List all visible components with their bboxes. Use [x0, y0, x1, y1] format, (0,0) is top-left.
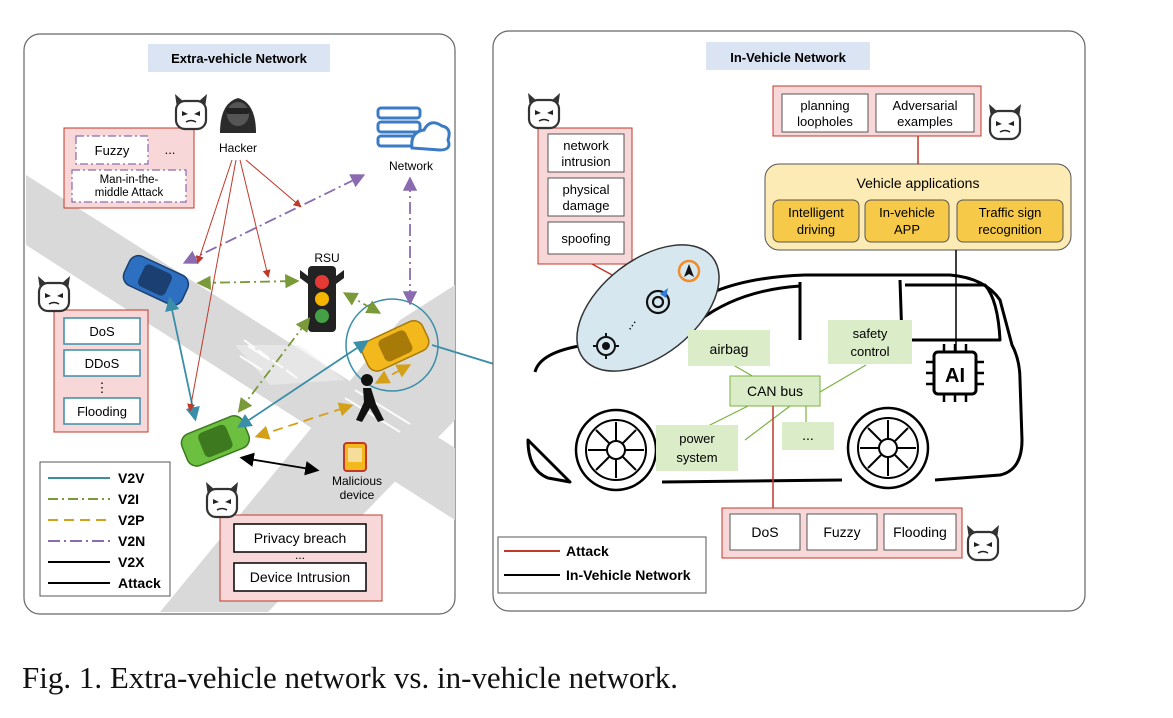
- adversarial-2: examples: [897, 114, 953, 129]
- attack-mitm-line1: Man-in-the-: [100, 174, 159, 186]
- attack-box-fuzzy-mitm: Fuzzy ... Man-in-the- middle Attack: [63, 127, 195, 209]
- hacker-attack-lines: [187, 159, 302, 412]
- app-traffic-2: recognition: [978, 222, 1042, 237]
- attack-dos-label: DoS: [89, 324, 115, 339]
- legend-label-v2n: V2N: [118, 533, 145, 549]
- app-invehicle-1: In-vehicle: [879, 205, 935, 220]
- canbus-label: CAN bus: [747, 383, 803, 399]
- app-intelligent-2: driving: [797, 222, 835, 237]
- figure-caption: Fig. 1. Extra-vehicle network vs. in-veh…: [22, 660, 678, 695]
- blue-car-icon: [122, 254, 190, 306]
- ai-chip-icon: AI: [926, 344, 984, 402]
- legend-label-v2v: V2V: [118, 470, 145, 486]
- threat-box: network intrusion physical damage spoofi…: [537, 127, 633, 265]
- attack-box-dos: DoS DDoS ⋮ Flooding: [53, 309, 149, 433]
- wheel-icon: [574, 408, 658, 492]
- attack-ddos-label: DDoS: [85, 356, 120, 371]
- radar-icon: [645, 288, 671, 315]
- component-boxes: airbag safety control CAN bus power syst…: [656, 320, 912, 471]
- malicious-label-2: device: [340, 488, 375, 502]
- attack-flooding-label: Flooding: [77, 404, 127, 419]
- bottom-dos-label: DoS: [751, 524, 778, 540]
- legend-label-attack: Attack: [118, 575, 161, 591]
- hacker-label: Hacker: [219, 141, 257, 155]
- planning-loopholes-2: loopholes: [797, 114, 853, 129]
- wheel-icon: [846, 406, 930, 490]
- safety-label-1: safety: [853, 326, 888, 341]
- adversarial-1: Adversarial: [892, 98, 957, 113]
- privacy-breach-label: Privacy breach: [254, 530, 347, 546]
- bottom-attack-box: DoS Fuzzy Flooding: [721, 507, 963, 559]
- app-traffic-1: Traffic sign: [979, 205, 1042, 220]
- extra-panel-title: Extra-vehicle Network: [171, 51, 308, 66]
- malicious-label-1: Malicious: [332, 474, 382, 488]
- hacker-icon: [220, 98, 256, 133]
- threat-physical-2: damage: [563, 198, 610, 213]
- app-invehicle-2: APP: [894, 222, 920, 237]
- sensor-ellipse: ...: [576, 244, 720, 372]
- navigation-icon: [677, 259, 701, 283]
- safety-label-2: control: [850, 344, 889, 359]
- attack-fuzzy-label: Fuzzy: [95, 143, 130, 158]
- airbag-label: airbag: [710, 341, 749, 357]
- device-intrusion-label: Device Intrusion: [250, 569, 350, 585]
- attack-box-privacy: Privacy breach ... Device Intrusion: [219, 514, 383, 602]
- attack-vdots: ⋮: [96, 380, 109, 395]
- network-label: Network: [389, 159, 434, 173]
- app-attack-box: planning loopholes Adversarial examples: [772, 85, 982, 137]
- app-intelligent-1: Intelligent: [788, 205, 844, 220]
- ai-label: AI: [945, 365, 965, 387]
- bottom-fuzzy-label: Fuzzy: [823, 524, 860, 540]
- extra-legend: V2V V2I V2P V2N V2X Attack: [39, 461, 171, 597]
- traffic-light-icon: [300, 266, 344, 332]
- legend-network-label: In-Vehicle Network: [566, 567, 691, 583]
- threat-physical-1: physical: [563, 182, 610, 197]
- legend-label-v2p: V2P: [118, 512, 144, 528]
- legend-attack-label: Attack: [566, 543, 609, 559]
- vehicle-applications-box: Vehicle applications Intelligent driving…: [764, 163, 1072, 251]
- in-panel-title: In-Vehicle Network: [730, 50, 846, 65]
- cloud-server-icon: [376, 106, 451, 152]
- extra-panel-title-bg: [148, 44, 330, 72]
- threat-intrusion-1: network: [563, 138, 609, 153]
- vehicle-apps-title: Vehicle applications: [857, 175, 980, 191]
- in-panel-title-bg: [706, 42, 870, 70]
- legend-label-v2i: V2I: [118, 491, 139, 507]
- privacy-ellipsis: ...: [295, 548, 305, 562]
- planning-loopholes-1: planning: [800, 98, 849, 113]
- malicious-device-icon: [343, 442, 367, 472]
- rsu-label: RSU: [314, 251, 339, 265]
- green-car-icon: [180, 415, 251, 467]
- threat-intrusion-2: intrusion: [561, 154, 610, 169]
- threat-spoofing: spoofing: [561, 231, 610, 246]
- extra-vehicle-panel: Extra-vehicle Network Fuzzy ... Man-in-t…: [23, 33, 524, 615]
- attack-mitm-line2: middle Attack: [95, 187, 164, 199]
- target-icon: [593, 333, 619, 359]
- power-label-2: system: [676, 450, 717, 465]
- in-vehicle-legend: Attack In-Vehicle Network: [497, 536, 707, 594]
- in-vehicle-panel: In-Vehicle Network network intrusion phy…: [492, 30, 1086, 612]
- power-label-1: power: [679, 431, 715, 446]
- legend-label-v2x: V2X: [118, 554, 145, 570]
- attack-ellipsis: ...: [165, 142, 176, 157]
- component-ellipsis: ...: [802, 427, 814, 443]
- bottom-flooding-label: Flooding: [893, 524, 947, 540]
